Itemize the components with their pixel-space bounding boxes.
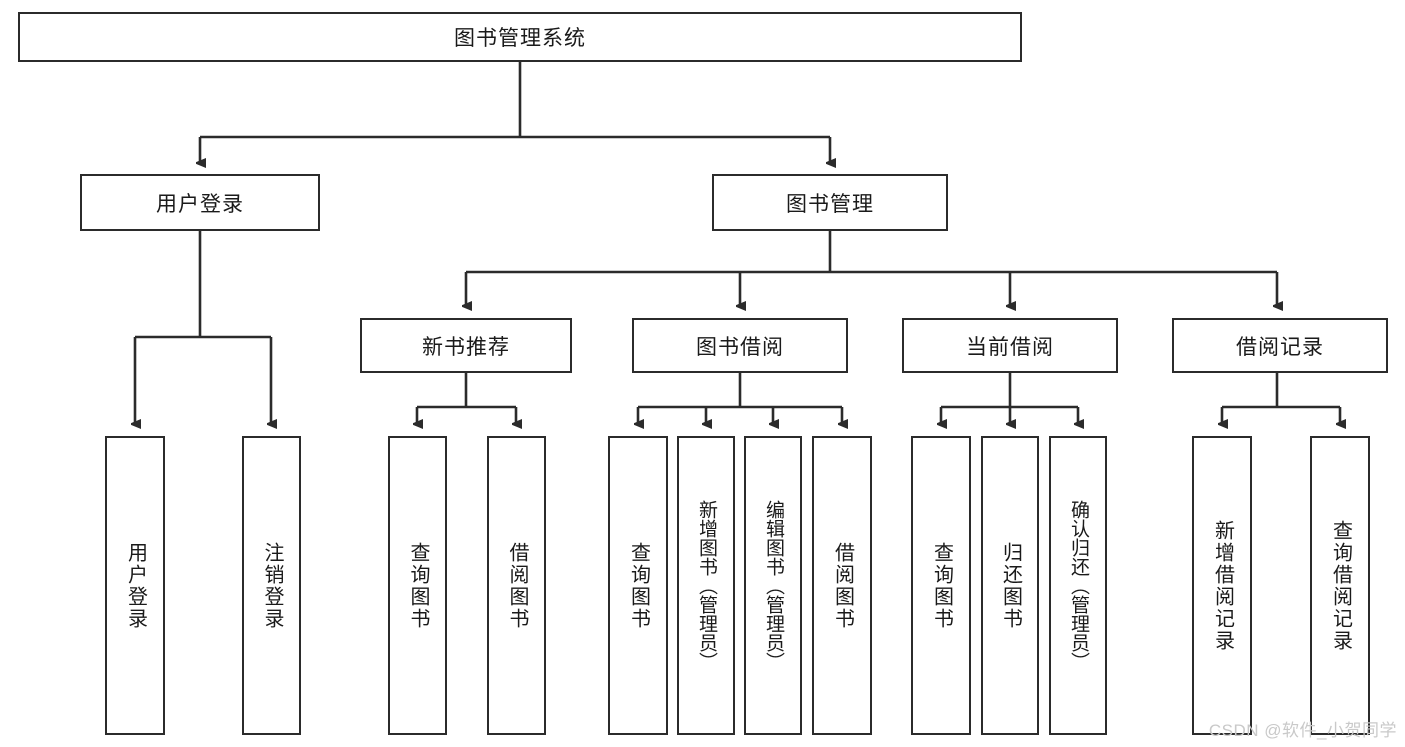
leaf-borrow-books-recommend-label: 借阅图书 [506,541,528,630]
leaf-query-books-current-label: 查询图书 [930,541,953,630]
leaf-return-books-label: 归还图书 [999,541,1022,630]
leaf-add-borrow-record[interactable]: 新增借阅记录 [1192,436,1252,735]
leaf-user-login-label: 用户登录 [124,541,147,630]
node-book-borrow[interactable]: 图书借阅 [632,318,848,373]
leaf-add-borrow-record-label: 新增借阅记录 [1211,519,1234,652]
node-root-label: 图书管理系统 [454,27,586,50]
leaf-borrow-books-borrow[interactable]: 借阅图书 [812,436,872,735]
leaf-add-book-admin-label: 新增图书（管理员） [695,500,717,671]
node-borrow-records-label: 借阅记录 [1236,335,1324,359]
node-current-borrow[interactable]: 当前借阅 [902,318,1118,373]
leaf-query-books-borrow-label: 查询图书 [627,541,650,630]
leaf-query-borrow-record[interactable]: 查询借阅记录 [1310,436,1370,735]
leaf-confirm-return-admin-label: 确认归还（管理员） [1067,500,1089,671]
node-book-management[interactable]: 图书管理 [712,174,948,231]
leaf-edit-book-admin-label: 编辑图书（管理员） [762,500,784,671]
node-new-book-recommend-label: 新书推荐 [422,335,510,359]
leaf-query-books-current[interactable]: 查询图书 [911,436,971,735]
leaf-logout[interactable]: 注销登录 [242,436,301,735]
leaf-query-books-borrow[interactable]: 查询图书 [608,436,668,735]
node-borrow-records[interactable]: 借阅记录 [1172,318,1388,373]
leaf-add-book-admin[interactable]: 新增图书（管理员） [677,436,735,735]
leaf-edit-book-admin[interactable]: 编辑图书（管理员） [744,436,802,735]
node-root[interactable]: 图书管理系统 [18,12,1022,62]
leaf-user-login[interactable]: 用户登录 [105,436,165,735]
node-book-management-label: 图书管理 [786,192,874,216]
leaf-confirm-return-admin[interactable]: 确认归还（管理员） [1049,436,1107,735]
node-user-login-label: 用户登录 [156,192,244,216]
leaf-borrow-books-recommend[interactable]: 借阅图书 [487,436,546,735]
leaf-logout-label: 注销登录 [261,541,283,630]
node-book-borrow-label: 图书借阅 [696,335,784,359]
leaf-borrow-books-borrow-label: 借阅图书 [831,541,854,630]
leaf-query-books-recommend[interactable]: 查询图书 [388,436,447,735]
leaf-query-borrow-record-label: 查询借阅记录 [1329,519,1352,652]
node-user-login[interactable]: 用户登录 [80,174,320,231]
leaf-return-books[interactable]: 归还图书 [981,436,1039,735]
leaf-query-books-recommend-label: 查询图书 [407,541,429,630]
node-new-book-recommend[interactable]: 新书推荐 [360,318,572,373]
node-current-borrow-label: 当前借阅 [966,335,1054,359]
